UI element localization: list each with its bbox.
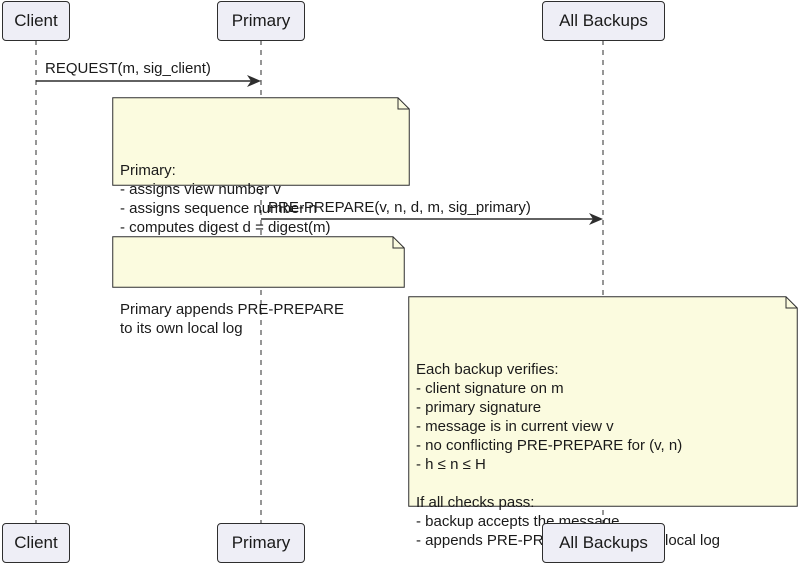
- note-primary-appends: Primary appends PRE-PREPARE to its own l…: [112, 236, 405, 337]
- participant-backups-bottom: All Backups: [542, 523, 665, 563]
- request-message-label: REQUEST(m, sig_client): [45, 60, 211, 77]
- note-backup-verifies: Each backup verifies: - client signature…: [408, 296, 798, 549]
- note-primary-assigns: Primary: - assigns view number v - assig…: [112, 97, 410, 236]
- note-primary-assigns-text: Primary: - assigns view number v - assig…: [120, 162, 331, 236]
- note-primary-appends-text: Primary appends PRE-PREPARE to its own l…: [120, 301, 344, 337]
- preprepare-arrow: [261, 213, 603, 225]
- request-arrow: [36, 75, 261, 87]
- participant-client-bottom: Client: [2, 523, 70, 563]
- participant-client-top: Client: [2, 1, 70, 41]
- participant-primary-top: Primary: [217, 1, 305, 41]
- participant-primary-bottom: Primary: [217, 523, 305, 563]
- preprepare-message-label: PRE-PREPARE(v, n, d, m, sig_primary): [268, 199, 531, 216]
- participant-backups-top: All Backups: [542, 1, 665, 41]
